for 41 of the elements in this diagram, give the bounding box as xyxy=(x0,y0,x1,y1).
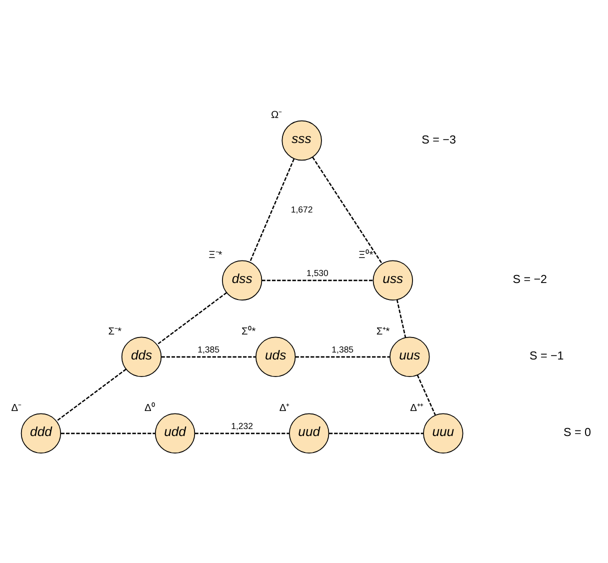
edge-label: 1,385 xyxy=(332,344,354,354)
node-label: Δ⁺⁺ xyxy=(410,402,423,414)
connector xyxy=(416,374,436,416)
edge-label: 1,232 xyxy=(231,420,253,431)
label: S = −3 xyxy=(422,133,456,146)
connector xyxy=(194,432,290,434)
connector xyxy=(262,280,374,282)
connector xyxy=(60,432,156,434)
node-label: Ξ⁰* xyxy=(358,250,374,261)
node-circle: uud xyxy=(289,413,330,454)
node-label: Σ⁺* xyxy=(376,326,390,338)
label: S = −1 xyxy=(529,350,564,363)
label: S = 0 xyxy=(563,426,591,440)
node-label: Δ⁻ xyxy=(11,402,22,414)
node-label: Σ⁻* xyxy=(108,326,122,338)
label: 1,672 xyxy=(290,204,313,215)
connector xyxy=(312,156,383,264)
connector xyxy=(156,292,227,345)
node-circle: udd xyxy=(154,413,196,454)
node-label: Δ⁺ xyxy=(279,402,290,414)
node-circle: uuu xyxy=(423,413,464,454)
edge-label: 1,530 xyxy=(306,268,328,278)
node-circle: dss xyxy=(222,260,262,301)
node-label: Σ⁰* xyxy=(241,326,256,338)
edge-label: 1,385 xyxy=(198,344,220,354)
node-label: Δ⁰ xyxy=(144,402,156,414)
connector xyxy=(249,158,295,262)
connector xyxy=(329,432,424,434)
connector xyxy=(396,300,406,338)
node-circle: sss xyxy=(282,120,322,161)
node-circle: uus xyxy=(390,336,430,378)
node-circle: uds xyxy=(255,336,296,378)
node-circle: ddd xyxy=(20,413,62,454)
node-circle: uss xyxy=(372,260,413,301)
node-label: Ξ⁻* xyxy=(208,250,222,261)
label: S = −2 xyxy=(512,273,548,286)
node-circle: dds xyxy=(121,336,162,378)
node-label: Ω⁻ xyxy=(271,110,282,122)
connector xyxy=(56,368,126,422)
connector xyxy=(295,356,390,358)
connector xyxy=(161,356,256,358)
